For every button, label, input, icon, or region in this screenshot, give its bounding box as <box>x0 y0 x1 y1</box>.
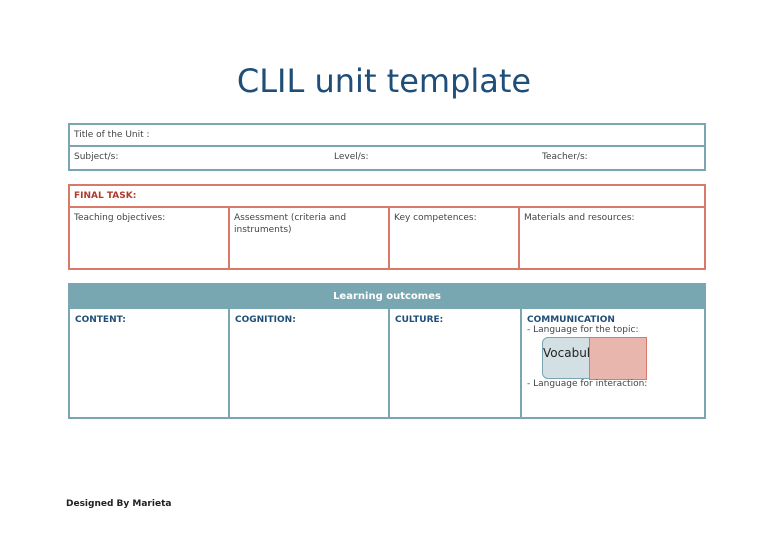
key-competences-label: Key competences: <box>394 213 477 223</box>
footer-credit: Designed By Marieta <box>66 499 172 509</box>
teaching-objectives-label: Teaching objectives: <box>74 213 166 223</box>
final-task-heading: FINAL TASK: <box>74 191 137 201</box>
materials-cell: Materials and resources: <box>520 208 704 268</box>
key-competences-cell: Key competences: <box>390 208 520 268</box>
unit-meta-row: Subject/s: Level/s: Teacher/s: <box>70 147 704 169</box>
unit-title-label: Title of the Unit : <box>74 130 150 140</box>
subject-label: Subject/s: <box>74 152 119 162</box>
content-heading: CONTENT: <box>75 315 126 325</box>
learning-outcomes-header: Learning outcomes <box>70 285 704 309</box>
unit-info-table: Title of the Unit : Subject/s: Level/s: … <box>68 123 706 171</box>
materials-label: Materials and resources: <box>524 213 635 223</box>
learning-outcomes-heading: Learning outcomes <box>333 291 441 302</box>
interaction-language-label: - Language for interaction: <box>527 379 648 389</box>
assessment-cell: Assessment (criteria and instruments) <box>230 208 390 268</box>
communication-heading: COMMUNICATION <box>527 315 615 325</box>
assessment-label: Assessment (criteria and instruments) <box>234 213 347 235</box>
content-cell: CONTENT: <box>70 309 230 417</box>
cognition-heading: COGNITION: <box>235 315 296 325</box>
vocabulary-label: Vocabulary <box>543 346 599 360</box>
teacher-label: Teacher/s: <box>542 152 588 162</box>
learning-outcomes-table: Learning outcomes CONTENT: COGNITION: CU… <box>68 283 706 419</box>
level-label: Level/s: <box>334 152 369 162</box>
cognition-cell: COGNITION: <box>230 309 390 417</box>
culture-heading: CULTURE: <box>395 315 444 325</box>
overlay-red-box <box>589 337 647 380</box>
communication-cell: COMMUNICATION - Language for the topic: … <box>522 309 704 417</box>
unit-title-row: Title of the Unit : <box>70 125 704 147</box>
teaching-objectives-cell: Teaching objectives: <box>70 208 230 268</box>
page-title: CLIL unit template <box>236 62 532 100</box>
final-task-table: FINAL TASK: Teaching objectives: Assessm… <box>68 184 706 270</box>
topic-language-label: - Language for the topic: <box>527 325 639 335</box>
final-task-header: FINAL TASK: <box>70 186 704 208</box>
culture-cell: CULTURE: <box>390 309 522 417</box>
